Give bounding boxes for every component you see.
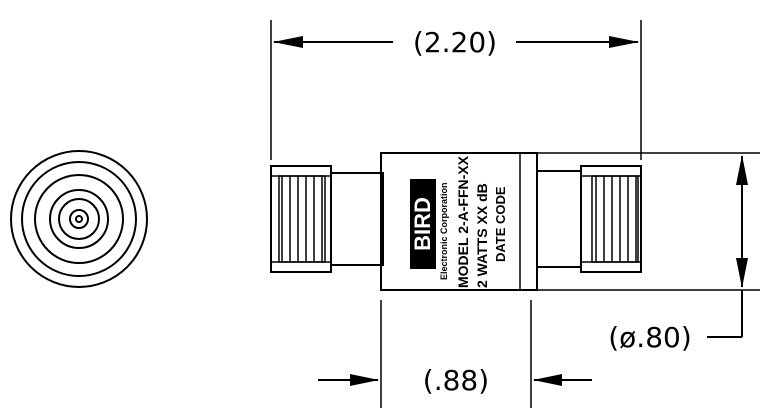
end-view — [10, 150, 148, 288]
diameter-dimension: (ø.80) — [545, 152, 760, 354]
left-shoulder — [330, 172, 384, 266]
side-view: BIRD Electronic Corporation MODEL 2-A-FF… — [270, 152, 642, 291]
right-shoulder — [536, 170, 582, 268]
diameter-text: (ø.80) — [608, 321, 692, 354]
rating-label: 2 WATTS XX dB — [474, 183, 490, 288]
overall-length-text: (2.20) — [413, 26, 497, 59]
model-label: MODEL 2-A-FFN-XX — [455, 155, 471, 288]
logo-text: BIRD — [410, 197, 435, 251]
right-connector — [580, 165, 642, 273]
company-label: Electronic Corporation — [439, 182, 449, 280]
bird-logo: BIRD — [410, 179, 436, 269]
left-connector — [270, 165, 332, 273]
date-code-label: DATE CODE — [493, 186, 508, 262]
overall-length-dimension: (2.20) — [270, 20, 642, 160]
body-length-text: (.88) — [423, 364, 489, 397]
body-length-dimension: (.88) — [318, 300, 592, 408]
